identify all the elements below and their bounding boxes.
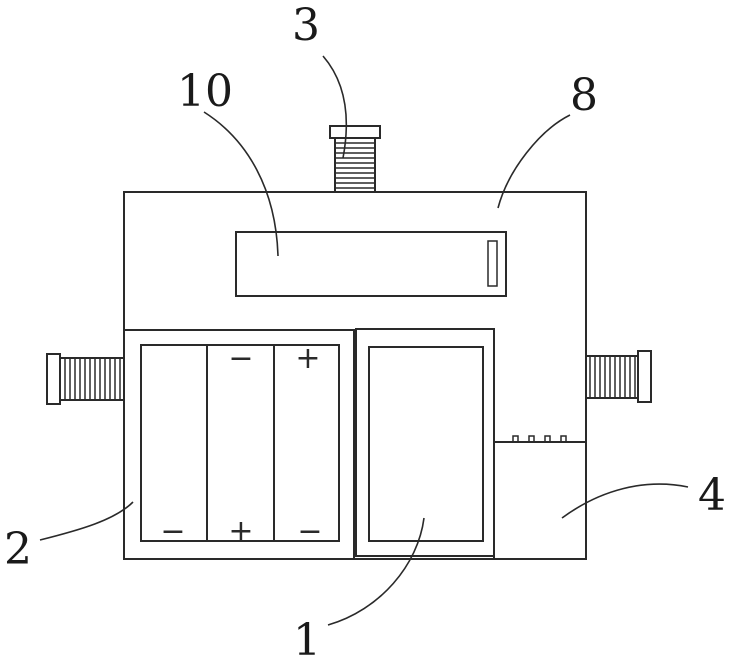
label-10: 10 [177, 66, 233, 117]
leader-line-2 [40, 502, 133, 540]
display-indicator [488, 241, 497, 286]
right-connector [586, 351, 651, 402]
battery-compartment-2: − + − + − [124, 330, 354, 559]
box-4 [494, 436, 586, 559]
polarity-sign: − [228, 341, 253, 376]
leader-line-10 [204, 112, 278, 256]
leader-line-1 [328, 518, 424, 625]
polarity-sign: − [160, 514, 185, 549]
label-2: 2 [4, 524, 32, 575]
polarity-sign: − [297, 514, 322, 549]
left-connector [47, 354, 124, 404]
leader-line-4 [562, 484, 688, 518]
leader-line-8 [498, 115, 570, 208]
label-1: 1 [293, 615, 321, 663]
polarity-sign: + [295, 341, 320, 376]
module-1 [356, 329, 494, 556]
label-8: 8 [570, 70, 598, 121]
top-connector-3 [330, 126, 380, 192]
label-3: 3 [292, 0, 320, 51]
polarity-sign: + [228, 514, 253, 549]
label-4: 4 [698, 470, 726, 521]
